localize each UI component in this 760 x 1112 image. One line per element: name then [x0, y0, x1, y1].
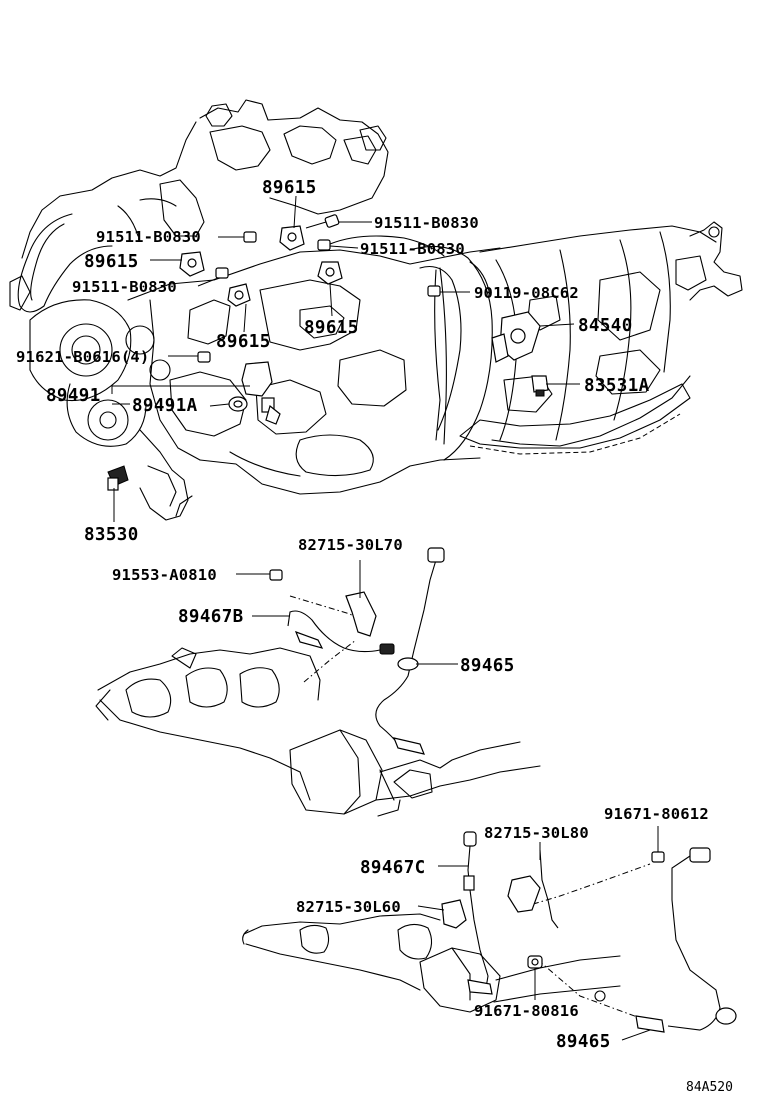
leader-lines	[111, 195, 659, 1041]
label-84540[interactable]: 84540	[578, 316, 633, 336]
sensor-89467b[interactable]	[287, 610, 395, 655]
engine-illustration	[9, 99, 743, 521]
label-90119-08c62[interactable]: 90119-08C62	[474, 284, 579, 302]
engine-sensor-parts	[107, 214, 549, 491]
label-82715-30l80[interactable]: 82715-30L80	[484, 824, 589, 842]
label-82715-30l60[interactable]: 82715-30L60	[296, 898, 401, 916]
bolt-91553-a0810[interactable]	[269, 569, 283, 581]
switch-83530[interactable]	[107, 465, 129, 491]
label-82715-30l70[interactable]: 82715-30L70	[298, 536, 403, 554]
bolt-91511-b0830-c[interactable]	[317, 239, 331, 251]
label-89615-mid[interactable]: 89615	[216, 332, 271, 352]
label-89615-right[interactable]: 89615	[304, 318, 359, 338]
label-89491a[interactable]: 89491A	[132, 396, 198, 416]
bolt-91671-80612[interactable]	[651, 851, 665, 863]
label-91511-b0830-b[interactable]: 91511-B0830	[374, 214, 479, 232]
sensor-89491[interactable]	[241, 361, 281, 425]
o2-sensor-parts-lower	[441, 831, 737, 1033]
label-91511-b0830-a[interactable]: 91511-B0830	[96, 228, 201, 246]
sensor-89615-mid[interactable]	[227, 283, 251, 307]
diagram-code: 84A520	[686, 1080, 733, 1095]
sensor-89465-upper[interactable]	[375, 547, 445, 755]
label-89467b[interactable]: 89467B	[178, 607, 244, 627]
label-91511-b0830-d[interactable]: 91511-B0830	[72, 278, 177, 296]
label-83530[interactable]: 83530	[84, 525, 139, 545]
label-89467c[interactable]: 89467C	[360, 858, 426, 878]
label-91553-a0810[interactable]: 91553-A0810	[112, 566, 217, 584]
bracket-82715-30l80[interactable]	[507, 849, 559, 929]
sensor-89615-top[interactable]	[279, 225, 305, 251]
exhaust-lower	[242, 863, 651, 1019]
label-83531a[interactable]: 83531A	[584, 376, 650, 396]
bracket-82715-30l70[interactable]	[345, 560, 377, 637]
part-labels: 89615 91511-B0830 91511-B0830 91511-B083…	[16, 178, 733, 1095]
label-89491[interactable]: 89491	[46, 386, 101, 406]
sensor-89615-right[interactable]	[317, 261, 343, 285]
label-91671-80816[interactable]: 91671-80816	[474, 1002, 579, 1020]
label-89465-upper[interactable]: 89465	[460, 656, 515, 676]
label-91671-80612[interactable]: 91671-80612	[604, 805, 709, 823]
label-89465-lower[interactable]: 89465	[556, 1032, 611, 1052]
sensor-89465-lower[interactable]	[635, 847, 737, 1033]
bracket-82715-30l60[interactable]	[441, 899, 467, 929]
o2-sensor-parts-middle	[269, 547, 445, 755]
bolt-91511-b0830-b[interactable]	[305, 214, 340, 229]
switch-84540[interactable]	[491, 311, 541, 363]
bolt-91511-b0830-d[interactable]	[197, 267, 229, 287]
bolt-90119-08c62[interactable]	[427, 285, 441, 297]
bolt-91621-b0616[interactable]	[197, 351, 211, 363]
sensor-83531a[interactable]	[531, 375, 549, 397]
sensor-89615-left[interactable]	[179, 251, 205, 277]
label-91511-b0830-c[interactable]: 91511-B0830	[360, 240, 465, 258]
label-89615-left[interactable]: 89615	[84, 252, 139, 272]
sensor-89467c[interactable]	[463, 831, 493, 995]
bolt-91671-80816[interactable]	[527, 955, 543, 969]
o-ring-89491a[interactable]	[228, 396, 248, 412]
label-91621-b0616[interactable]: 91621-B0616(4)	[16, 348, 149, 366]
bolt-91511-b0830-a[interactable]	[218, 231, 257, 243]
exhaust-manifold-middle	[95, 595, 541, 817]
label-89615-top[interactable]: 89615	[262, 178, 317, 198]
